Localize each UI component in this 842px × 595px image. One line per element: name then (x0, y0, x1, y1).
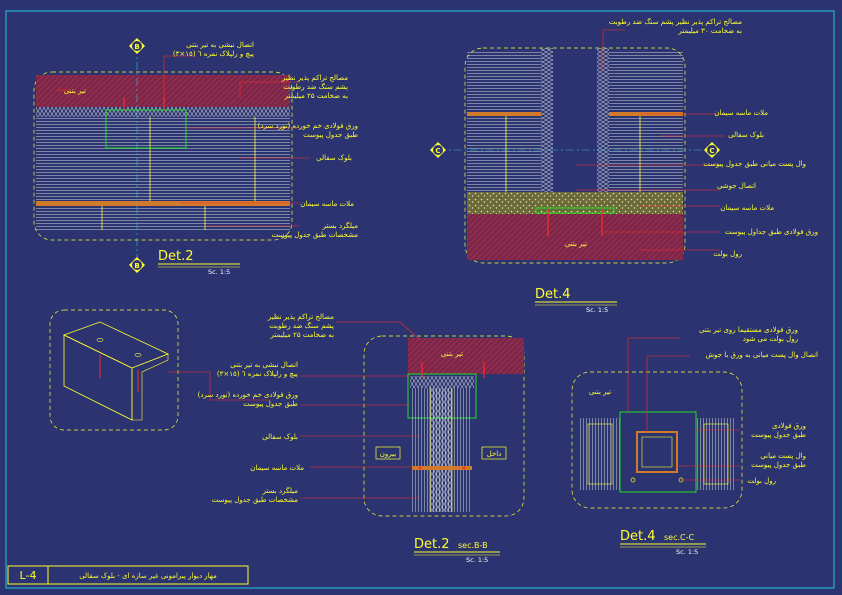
det4-section-scale: Sc. 1:5 (676, 548, 698, 556)
svg-text:C: C (709, 147, 714, 155)
svg-text:C: C (435, 147, 440, 155)
svg-text:B: B (134, 262, 139, 270)
det2-section-label-steel-plate: ورق فولادی خم خورده (نورد سرد)طبق جدول پ… (198, 391, 299, 408)
det2-section-side-inside: داخل (487, 450, 502, 458)
section-mark-c-right: C (704, 142, 720, 158)
det4-plan-label-block: بلوک سفالی (728, 131, 764, 139)
insulation-band (36, 107, 290, 117)
det4-section-label-post-weld: اتصال وال پست میانی به ورق با جوش (706, 351, 819, 359)
det4-plan-label-weld: اتصال جوشی (717, 182, 756, 190)
det2-plan-label-mortar: ملات ماسه سیمان (300, 200, 354, 208)
steel-base-plate (535, 207, 615, 214)
det2-plan-label-steel-plate: ورق فولادی خم خورده (نورد سرد)طبق جدول پ… (258, 122, 359, 139)
mortar-gravel-layer (467, 192, 683, 214)
steel-plate (619, 411, 697, 493)
det4-plan-label-steel-plate: ورق فولادی طبق جداول پیوست (725, 228, 818, 236)
det4-section-label-rawl-bolt: رول بولت (747, 477, 776, 485)
section-mark-b-bottom: B (129, 257, 145, 273)
section-mark-c-left: C (430, 142, 446, 158)
det2-section-label-block: بلوک سفالی (262, 433, 298, 441)
concrete-beam (36, 75, 290, 107)
steel-angle-plate (105, 109, 187, 149)
det2-section-subtitle: sec.B-B (458, 541, 488, 550)
det4-plan-label-beam: تیر بتنی (565, 240, 587, 248)
insulation-cavity-right (597, 48, 609, 213)
det4-plan-scale: Sc. 1:5 (586, 306, 608, 314)
det2-plan-title: Det.2 (158, 249, 194, 264)
block-wall (36, 117, 290, 201)
det2-section-title: Det.2 (414, 537, 450, 552)
plate-top-face (62, 321, 170, 369)
det4-plan-label-mortar-top: ملات ماسه سیمان (714, 109, 768, 117)
plate-front-face (63, 334, 133, 421)
det4-section-title: Det.4 (620, 529, 656, 544)
det4-plan-label-mortar-bottom: ملات ماسه سیمان (720, 204, 774, 212)
mortar-joint (412, 466, 472, 470)
sheet-number: L-4 (20, 569, 37, 582)
det2-section-scale: Sc. 1:5 (466, 556, 488, 564)
detail-det4-plan: C C مصالح تراکم پذیر نظیر پشم سنگ ضد رطو… (430, 17, 818, 314)
det2-plan-label-block: بلوک سفالی (316, 154, 352, 162)
svg-text:B: B (134, 43, 139, 51)
det2-section-label-beam: تیر بتنی (441, 350, 463, 358)
det4-section-subtitle: sec.C-C (664, 533, 695, 542)
det2-section-label-mortar: ملات ماسه سیمان (250, 464, 304, 472)
mortar-bed (36, 201, 290, 206)
concrete-beam (408, 338, 524, 374)
sheet-title: مهار دیوار پیرامونی غیر سازه ای - بلوک س… (79, 572, 217, 580)
det4-plan-label-post: وال پست میانی طبق جدول پیوست (703, 160, 806, 168)
insulation-cavity (541, 48, 553, 213)
outer-frame (5, 10, 835, 589)
title-block: L-4 مهار دیوار پیرامونی غیر سازه ای - بل… (7, 565, 249, 585)
isometric-steel-plate (49, 309, 270, 431)
det2-plan-scale: Sc. 1:5 (208, 268, 230, 276)
det2-section-side-outside: بیرون (380, 450, 396, 458)
det4-plan-title: Det.4 (535, 287, 571, 302)
wall-post (636, 431, 678, 473)
section-mark-b-top: B (129, 38, 145, 54)
det2-plan-label-beam: تیر بتنی (64, 87, 86, 95)
concrete-beam (467, 214, 683, 260)
det4-plan-label-rawl-bolt: رول بولت (713, 250, 742, 258)
det4-section-label-beam: تیر بتنی (589, 388, 611, 396)
